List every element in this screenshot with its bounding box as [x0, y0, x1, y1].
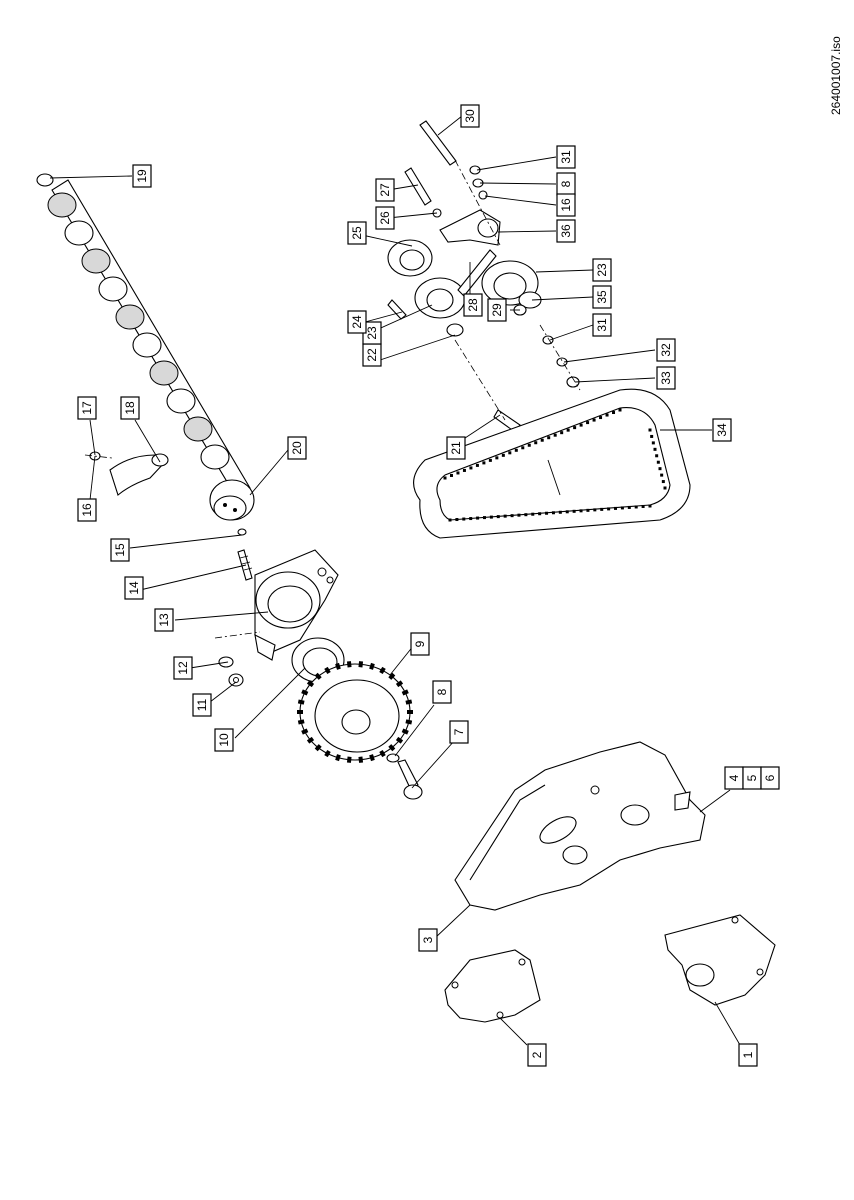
callout-number: 29: [490, 303, 504, 317]
callout-7: 7: [449, 720, 469, 744]
callout-number: 11: [195, 698, 209, 711]
callout-number: 24: [350, 315, 364, 329]
dowel-pin: [237, 528, 247, 536]
callout-number: 13: [157, 613, 171, 627]
callout-28: 28: [463, 293, 483, 317]
callout-11: 11: [192, 693, 212, 717]
callout-9: 9: [410, 632, 430, 656]
callout-33: 33: [656, 366, 676, 390]
callout-number: 23: [595, 263, 609, 277]
callout-number: 31: [559, 150, 573, 164]
callout-5: 5: [742, 766, 762, 790]
callout-3: 3: [418, 928, 438, 952]
callout-36: 36: [556, 219, 576, 243]
callout-20: 20: [287, 436, 307, 460]
callout-number: 30: [463, 109, 477, 123]
callout-13: 13: [154, 608, 174, 632]
callout-number: 28: [466, 298, 480, 312]
callout-number: 19: [135, 169, 149, 183]
callout-number: 16: [80, 503, 94, 517]
callout-16: 16: [556, 193, 576, 217]
callout-number: 17: [80, 401, 94, 415]
callout-31: 31: [556, 145, 576, 169]
callout-number: 4: [727, 774, 741, 781]
callout-19: 19: [132, 164, 152, 188]
callout-12: 12: [173, 656, 193, 680]
callout-17: 17: [77, 396, 97, 420]
callout-number: 25: [350, 226, 364, 240]
gear-bolt: [397, 759, 423, 800]
callout-number: 15: [113, 543, 127, 557]
callout-number: 36: [559, 224, 573, 238]
nut: [228, 673, 244, 687]
camshaft: [36, 173, 251, 496]
leader-lines: [49, 115, 741, 1046]
callout-number: 35: [595, 290, 609, 304]
callout-1: 1: [738, 1043, 758, 1067]
callout-number: 31: [595, 318, 609, 332]
callout-16: 16: [77, 498, 97, 522]
callout-26: 26: [375, 206, 395, 230]
callout-10: 10: [214, 728, 234, 752]
callout-number: 34: [715, 423, 729, 437]
callout-number: 14: [127, 581, 141, 595]
callout-30: 30: [460, 104, 480, 128]
callout-number: 8: [435, 688, 449, 695]
callout-number: 33: [659, 371, 673, 385]
bearing-housing: [254, 549, 339, 661]
callout-number: 9: [413, 640, 427, 647]
callout-number: 6: [763, 774, 777, 781]
callout-number: 21: [449, 441, 463, 455]
callout-number: 18: [123, 401, 137, 415]
callout-22: 22: [362, 343, 382, 367]
callout-number: 26: [378, 211, 392, 225]
camshaft-flange: [209, 479, 255, 521]
callout-number: 3: [421, 936, 435, 943]
callout-number: 8: [559, 180, 573, 187]
callout-number: 1: [741, 1051, 755, 1058]
lower-cover: [444, 949, 541, 1023]
callout-27: 27: [375, 178, 395, 202]
timing-gear: [297, 661, 413, 763]
callout-number: 32: [659, 343, 673, 357]
callout-21: 21: [446, 436, 466, 460]
callout-4: 4: [724, 766, 744, 790]
callout-number: 5: [745, 774, 759, 781]
callout-15: 15: [110, 538, 130, 562]
callout-number: 10: [217, 733, 231, 747]
document-id: 264001007.iso: [829, 36, 843, 115]
callout-6: 6: [760, 766, 780, 790]
callout-8: 8: [556, 172, 576, 196]
callout-number: 22: [365, 348, 379, 362]
callout-number: 20: [290, 441, 304, 455]
callout-34: 34: [712, 418, 732, 442]
callout-31: 31: [592, 313, 612, 337]
callout-35: 35: [592, 285, 612, 309]
callout-32: 32: [656, 338, 676, 362]
callout-number: 2: [530, 1051, 544, 1058]
rocker-arm-assembly: [84, 451, 169, 496]
timing-cover: [454, 741, 706, 911]
washer: [386, 753, 400, 763]
callout-number: 7: [452, 728, 466, 735]
callout-24: 24: [347, 310, 367, 334]
timing-belt: [413, 388, 691, 539]
tensioner-assembly: [387, 120, 581, 433]
callout-number: 23: [365, 326, 379, 340]
callout-2: 2: [527, 1043, 547, 1067]
callout-18: 18: [120, 396, 140, 420]
callout-number: 27: [378, 183, 392, 197]
callout-14: 14: [124, 576, 144, 600]
callout-29: 29: [487, 298, 507, 322]
callout-23: 23: [592, 258, 612, 282]
callout-25: 25: [347, 221, 367, 245]
callout-number: 16: [559, 198, 573, 212]
callout-8: 8: [432, 680, 452, 704]
bracket: [664, 914, 776, 1006]
callout-number: 12: [176, 661, 190, 675]
